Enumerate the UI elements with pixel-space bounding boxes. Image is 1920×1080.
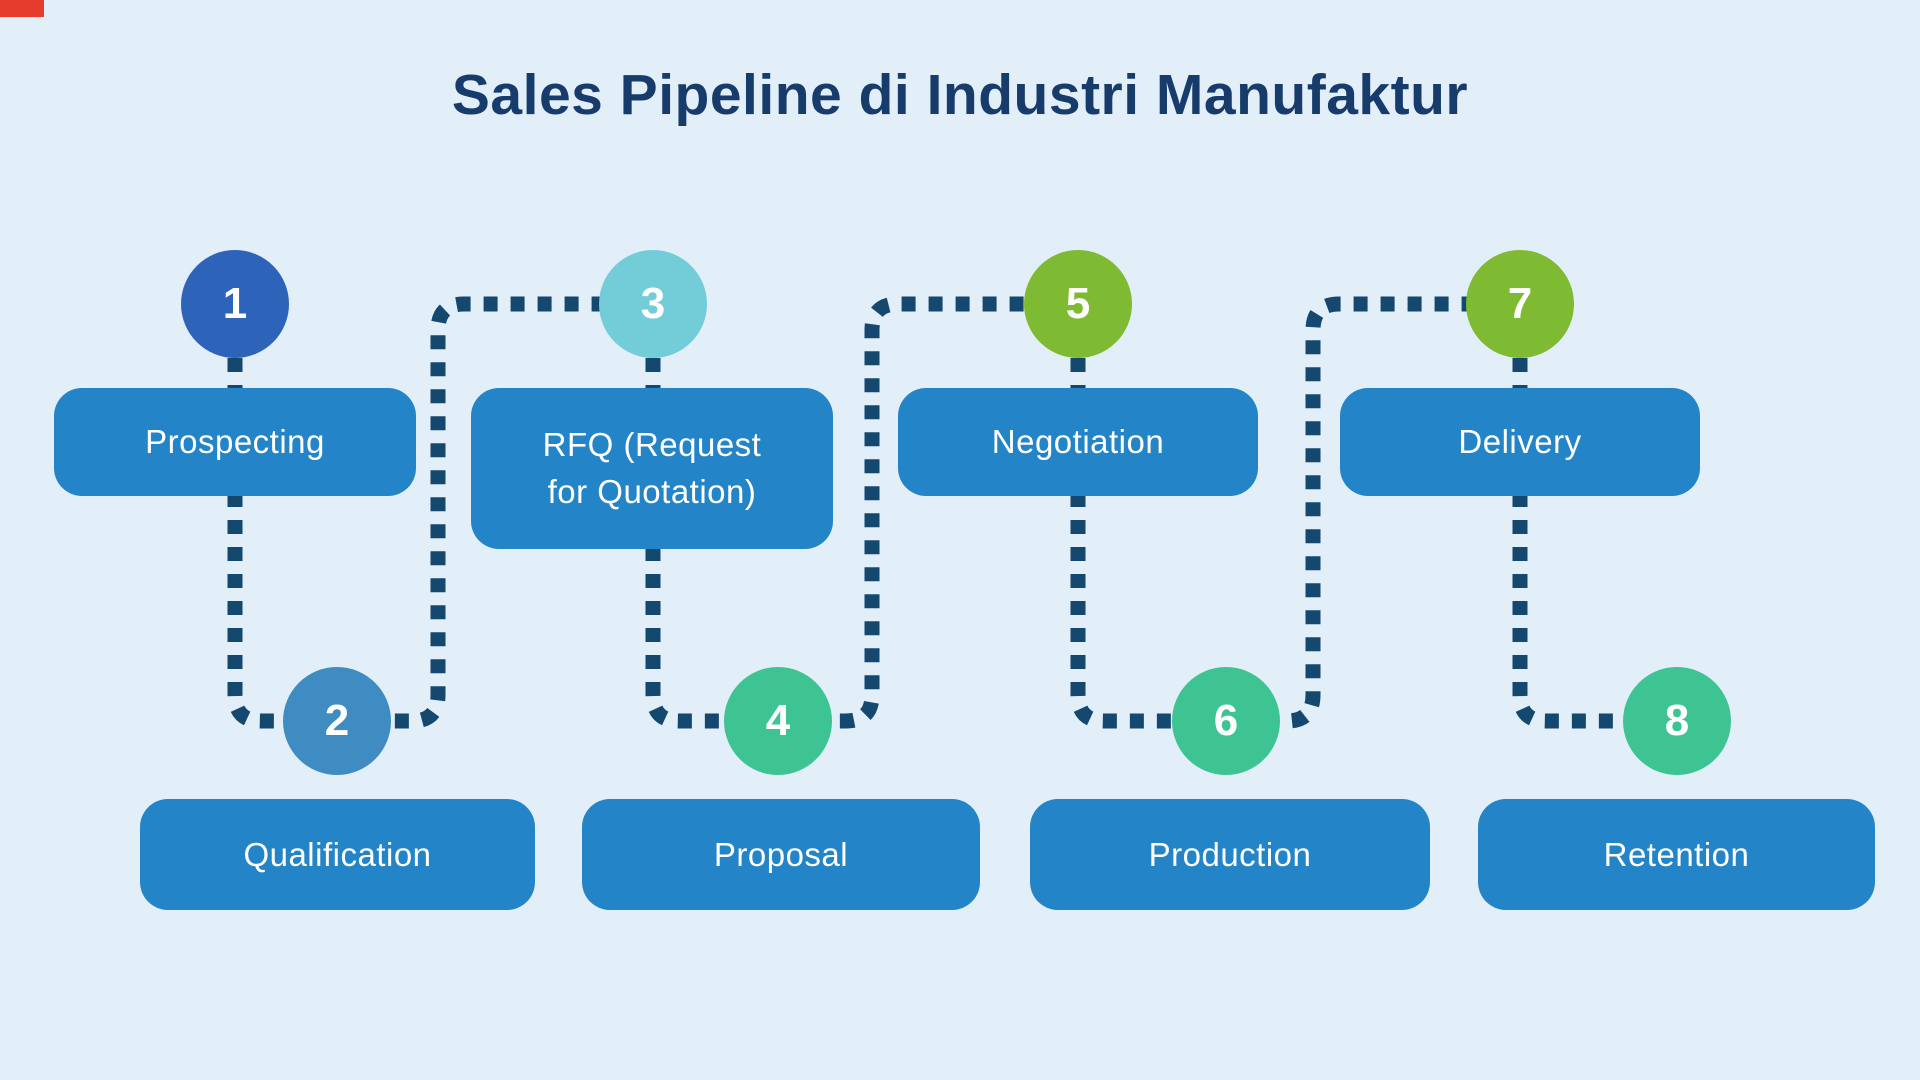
stage-number-8: 8 <box>1664 696 1690 745</box>
stage-box-rfq: RFQ (Request for Quotation) <box>471 388 833 549</box>
page-title: Sales Pipeline di Industri Manufaktur <box>451 63 1469 127</box>
stage-number-1: 1 <box>222 279 248 328</box>
stage-circle-8: 8 <box>1623 667 1731 775</box>
stage-box-prospecting: Prospecting <box>54 388 416 496</box>
stage-label-retention: Retention <box>1603 835 1750 873</box>
stage-number-7: 7 <box>1507 279 1533 328</box>
stage-label-prospecting: Prospecting <box>145 423 325 460</box>
stage-label-qualification: Qualification <box>243 835 432 873</box>
stage-number-3: 3 <box>640 279 666 328</box>
connector-path-7-8 <box>1512 304 1677 729</box>
stage-label-rfq: RFQ (Request for Quotation) <box>542 426 762 510</box>
stage-number-4: 4 <box>765 696 791 745</box>
stage-box-negotiation: Negotiation <box>898 388 1258 496</box>
stage-label-delivery: Delivery <box>1458 423 1582 460</box>
stage-circle-3: 3 <box>599 250 707 358</box>
stage-circle-5: 5 <box>1024 250 1132 358</box>
connector-path-1-2-3 <box>227 296 653 729</box>
stage-label-production: Production <box>1148 835 1312 873</box>
stage-circle-6: 6 <box>1172 667 1280 775</box>
connector-path-3-4-5 <box>645 296 1078 729</box>
stage-circle-2: 2 <box>283 667 391 775</box>
stage-box-delivery: Delivery <box>1340 388 1700 496</box>
stage-number-6: 6 <box>1213 696 1239 745</box>
stage-label-negotiation: Negotiation <box>991 423 1165 460</box>
stage-box-production: Production <box>1030 799 1430 910</box>
connector-path-5-6-7 <box>1070 296 1520 729</box>
stage-box-qualification: Qualification <box>140 799 535 910</box>
corner-red-mark <box>0 0 44 17</box>
stage-box-retention: Retention <box>1478 799 1875 910</box>
stage-number-2: 2 <box>324 696 350 745</box>
stage-circle-7: 7 <box>1466 250 1574 358</box>
stage-circle-4: 4 <box>724 667 832 775</box>
stage-label-proposal: Proposal <box>713 835 849 873</box>
stage-number-5: 5 <box>1065 279 1091 328</box>
stage-box-proposal: Proposal <box>582 799 980 910</box>
stage-circle-1: 1 <box>181 250 289 358</box>
